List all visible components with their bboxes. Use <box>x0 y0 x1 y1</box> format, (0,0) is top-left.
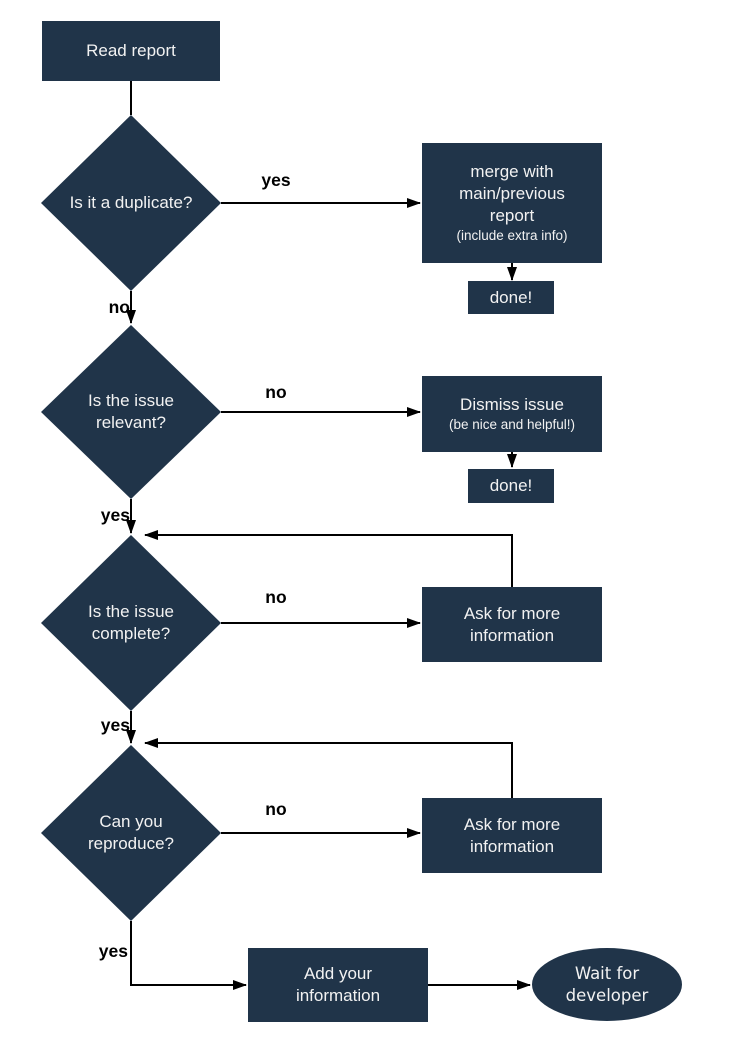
node-add-your-information-label: Add your information <box>295 964 381 1005</box>
node-read-report-label: Read report <box>86 41 176 60</box>
edge-ask1-loop-to-complete <box>144 530 513 587</box>
node-dismiss-issue: Dismiss issue (be nice and helpful!) <box>422 376 602 452</box>
node-add-your-information: Add your information <box>248 948 428 1022</box>
node-dismiss-issue-label: Dismiss issue <box>460 395 564 414</box>
edge-label-reproduce-yes: yes <box>98 941 128 961</box>
decision-is-duplicate-label: Is it a duplicate? <box>69 193 193 212</box>
edge-ask2-loop-to-reproduce <box>144 738 513 798</box>
node-ask-more-information-1: Ask for more information <box>422 587 602 662</box>
node-done-after-dismiss: done! <box>468 469 554 503</box>
node-read-report: Read report <box>42 21 220 81</box>
node-dismiss-issue-sublabel: (be nice and helpful!) <box>448 417 576 432</box>
terminal-wait-for-developer: Wait for developer <box>532 948 682 1021</box>
node-merge-report-label: merge with main/previous report <box>459 162 565 225</box>
node-merge-report: merge with main/previous report (include… <box>422 143 602 263</box>
node-ask-more-information-2-label: Ask for more information <box>463 814 561 856</box>
node-merge-report-sublabel: (include extra info) <box>456 228 568 243</box>
node-done-after-merge-label: done! <box>489 287 533 307</box>
decision-is-complete-label: Is the issue complete? <box>88 602 174 643</box>
node-done-after-merge: done! <box>468 281 554 314</box>
decision-can-reproduce-label: Can you reproduce? <box>87 812 174 853</box>
terminal-wait-for-developer-label: Wait for developer <box>565 963 649 1005</box>
edge-label-relevant-no: no <box>265 382 287 402</box>
edge-label-reproduce-no: no <box>265 799 287 819</box>
decision-is-relevant-label: Is the issue relevant? <box>88 391 174 432</box>
edge-label-complete-yes: yes <box>100 715 130 735</box>
edge-label-complete-no: no <box>265 587 287 607</box>
node-ask-more-information-2: Ask for more information <box>422 798 602 873</box>
node-done-after-dismiss-label: done! <box>489 476 533 495</box>
edge-label-relevant-yes: yes <box>100 505 130 525</box>
edge-label-duplicate-yes: yes <box>261 170 291 190</box>
edge-label-duplicate-no: no <box>108 297 130 317</box>
edge-reproduce-yes-to-add <box>130 921 247 990</box>
node-ask-more-information-1-label: Ask for more information <box>463 603 561 645</box>
